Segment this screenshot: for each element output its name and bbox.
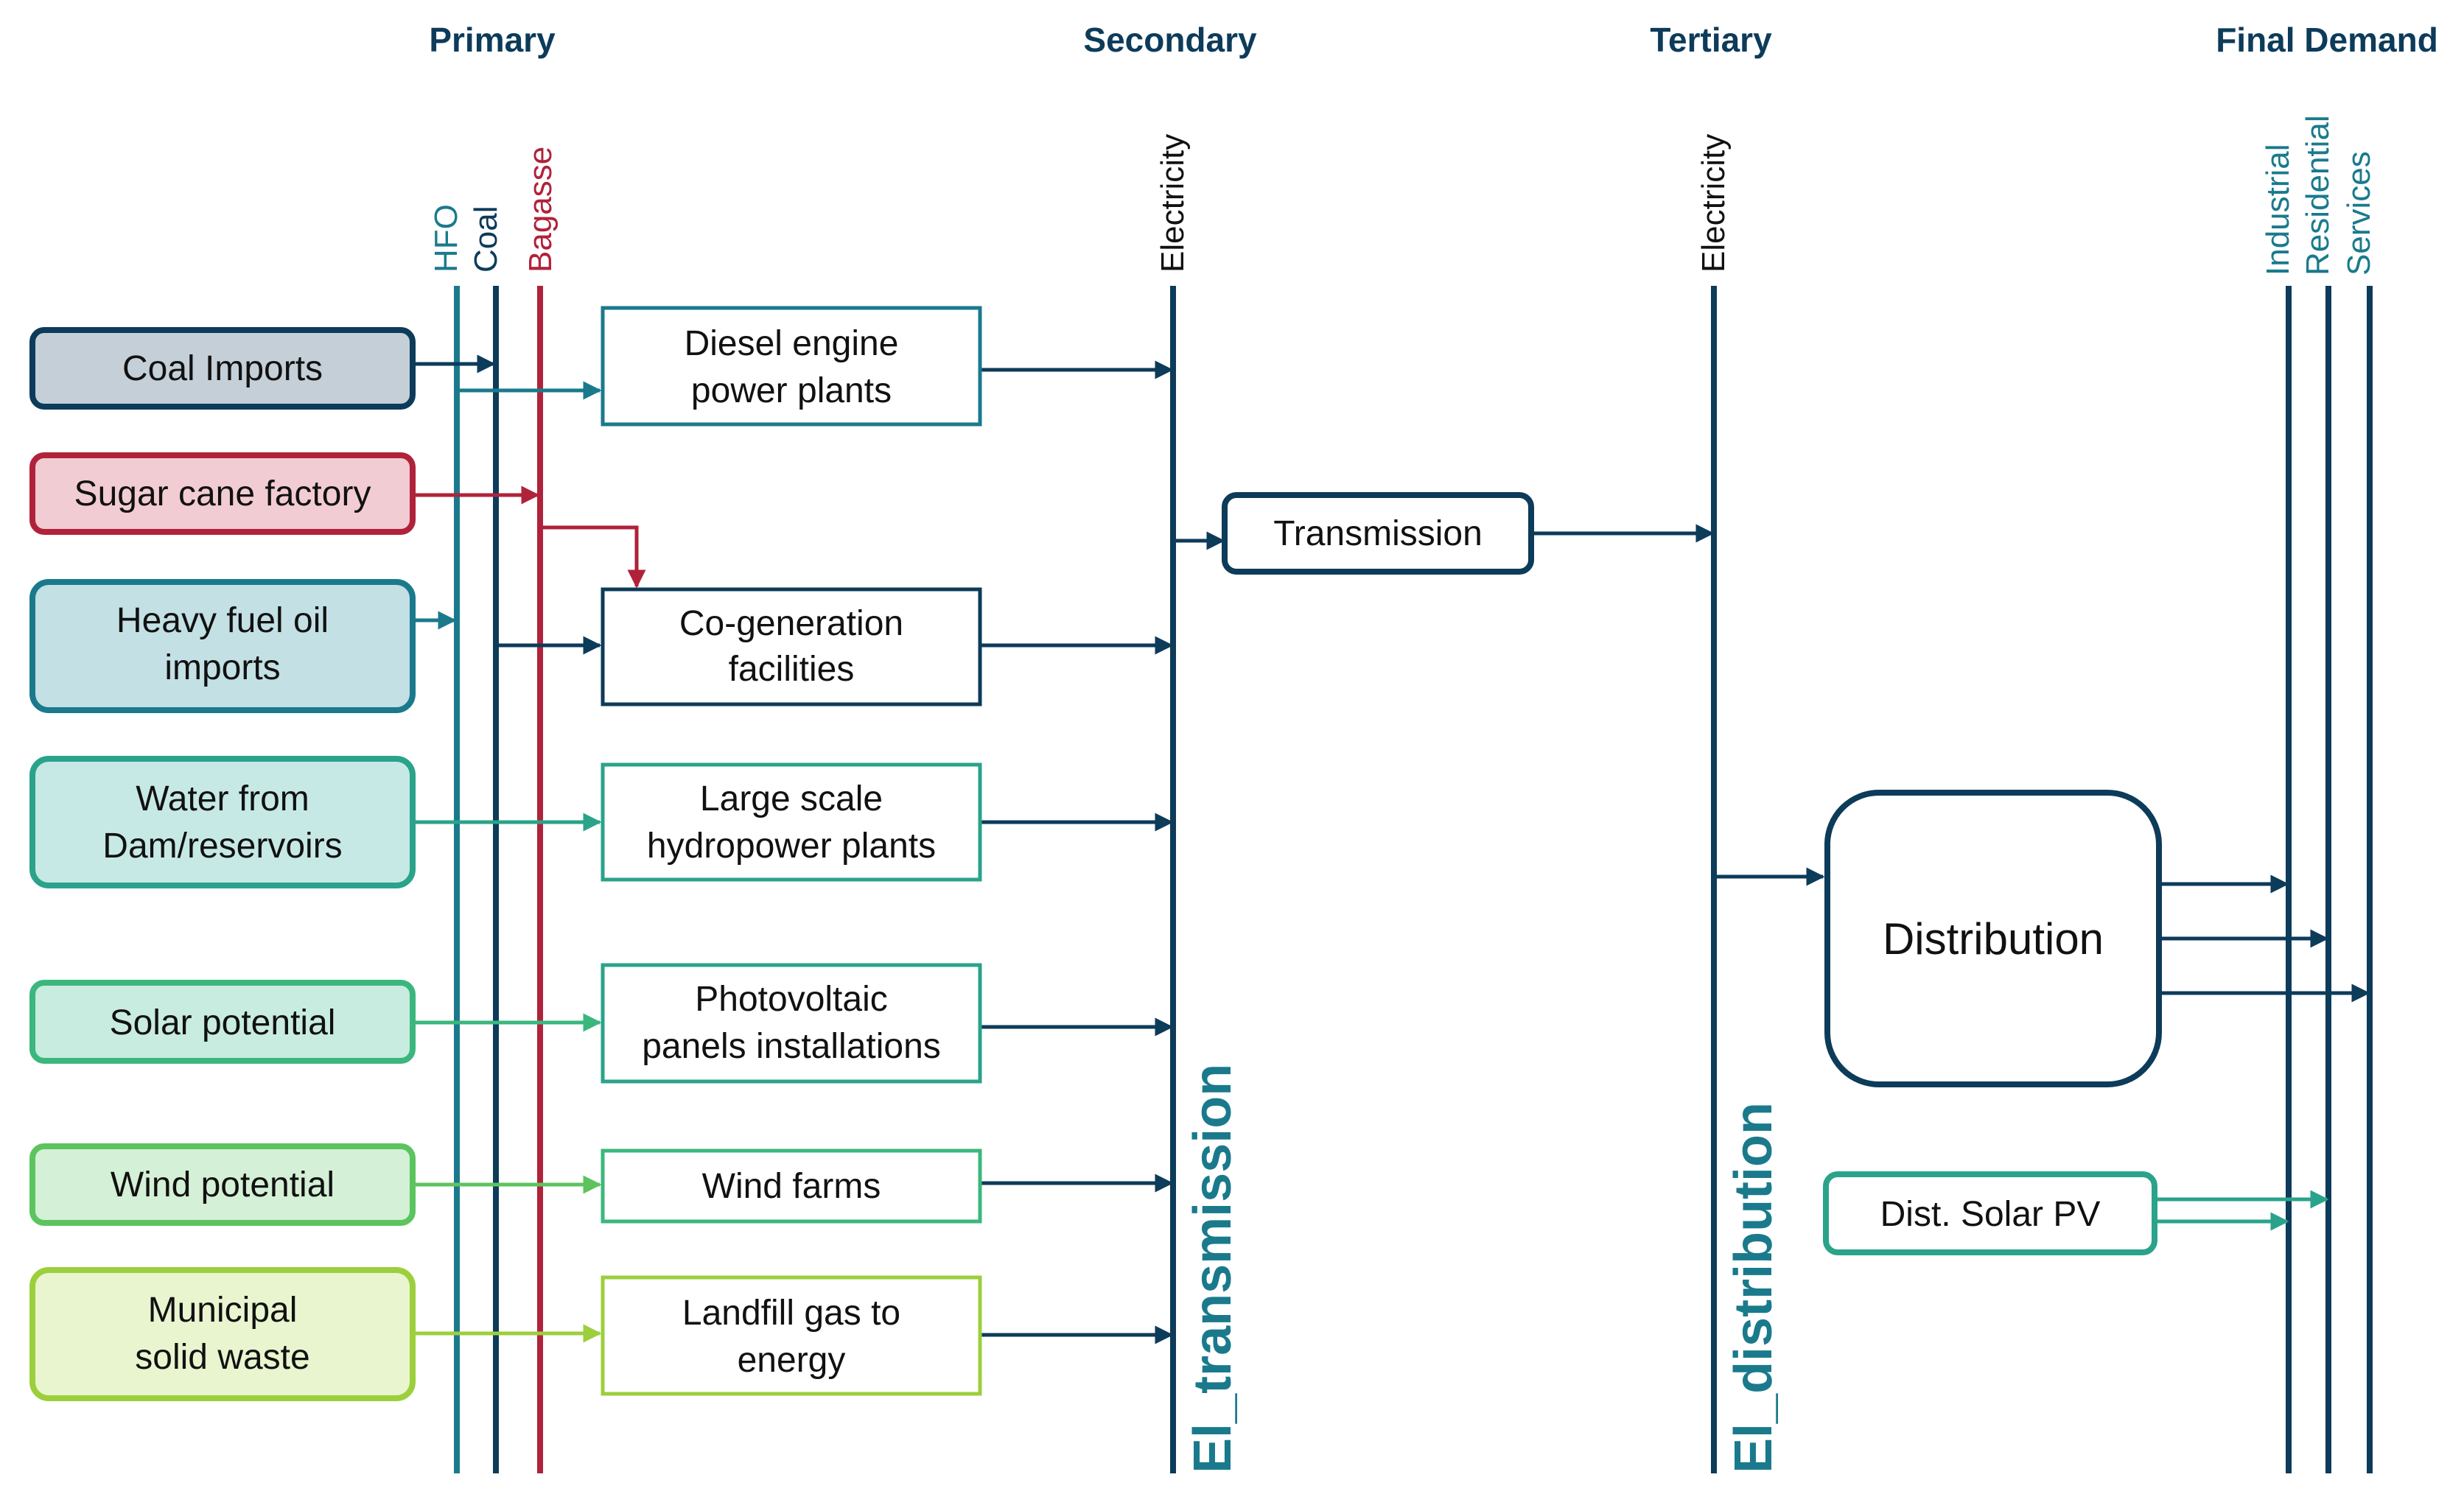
svg-text:Wind potential: Wind potential [111, 1165, 335, 1204]
bus-label-el-distribution: El_distribution [1724, 1102, 1783, 1473]
tech-distribution: Distribution [1824, 790, 2162, 1087]
svg-text:Distribution: Distribution [1883, 914, 2104, 964]
tech-wind-line1: Wind farms [702, 1167, 881, 1206]
tech-dist-solar-pv: Dist. Solar PV [1823, 1171, 2157, 1255]
svg-text:power plants: power plants [691, 371, 892, 410]
tech-dist-solar-pv-line1: Dist. Solar PV [1880, 1195, 2101, 1234]
tech-diesel-line2: power plants [691, 371, 892, 410]
tech-landfill-line2: energy [738, 1341, 846, 1380]
source-water-line1: Water from [136, 779, 309, 818]
carrier-label-services: Services [2341, 151, 2377, 276]
tech-pv-line2: panels installations [642, 1027, 941, 1066]
source-wind-line1: Wind potential [111, 1165, 335, 1204]
svg-text:Dist. Solar PV: Dist. Solar PV [1880, 1195, 2101, 1234]
tech-landfill-line1: Landfill gas to [682, 1294, 900, 1333]
source-solar-line1: Solar potential [110, 1003, 336, 1042]
source-hfo-line1: Heavy fuel oil [116, 601, 329, 640]
svg-text:energy: energy [738, 1341, 846, 1380]
svg-text:hydropower plants: hydropower plants [647, 827, 936, 866]
carrier-label-bagasse: Bagasse [522, 147, 559, 273]
svg-text:Diesel engine: Diesel engine [685, 324, 899, 363]
source-municipal-solid-waste: Municipal solid waste [29, 1267, 416, 1401]
source-sugar-cane-factory: Sugar cane factory [29, 452, 416, 535]
svg-text:Municipal: Municipal [148, 1291, 298, 1330]
tech-diesel-engine: Diesel engine power plants [601, 306, 982, 427]
svg-text:Dam/reservoirs: Dam/reservoirs [102, 827, 342, 866]
source-flows [413, 354, 540, 630]
tech-distribution-line1: Distribution [1883, 914, 2104, 964]
tech-pv-line1: Photovoltaic [695, 980, 888, 1019]
technology-output-flows [980, 360, 1174, 1344]
source-heavy-fuel-oil-imports: Heavy fuel oil imports [29, 579, 416, 713]
source-water-from-dam: Water from Dam/reservoirs [29, 756, 416, 888]
svg-text:Transmission: Transmission [1273, 514, 1483, 553]
svg-text:solid waste: solid waste [135, 1338, 309, 1377]
tech-cogen-line2: facilities [729, 650, 855, 689]
header-tertiary: Tertiary [1650, 21, 1772, 59]
tech-hydro-line1: Large scale [700, 779, 883, 818]
svg-text:Sugar cane factory: Sugar cane factory [74, 474, 371, 513]
header-primary: Primary [429, 21, 556, 59]
tech-landfill-gas: Landfill gas to energy [601, 1275, 982, 1396]
tech-wind-farms: Wind farms [601, 1148, 982, 1224]
svg-text:Water from: Water from [136, 779, 309, 818]
source-msw-line1: Municipal [148, 1291, 298, 1330]
header-final-demand: Final Demand [2216, 21, 2438, 59]
source-msw-line2: solid waste [135, 1338, 309, 1377]
svg-text:Landfill gas to: Landfill gas to [682, 1294, 900, 1333]
header-secondary: Secondary [1083, 21, 1257, 59]
tech-diesel-line1: Diesel engine [685, 324, 899, 363]
tech-hydro-line2: hydropower plants [647, 827, 936, 866]
svg-text:facilities: facilities [729, 650, 855, 689]
tech-cogen-line1: Co-generation [679, 604, 903, 643]
source-water-line2: Dam/reservoirs [102, 827, 342, 866]
svg-text:Photovoltaic: Photovoltaic [695, 980, 888, 1019]
carrier-label-electricity-tertiary: Electricity [1695, 134, 1732, 273]
svg-text:Co-generation: Co-generation [679, 604, 903, 643]
tech-transmission-line1: Transmission [1273, 514, 1483, 553]
tech-transmission: Transmission [1222, 492, 1534, 575]
svg-text:Wind farms: Wind farms [702, 1167, 881, 1206]
source-coal-imports: Coal Imports [29, 327, 416, 410]
svg-text:panels installations: panels installations [642, 1027, 941, 1066]
source-sugar-cane-factory-line1: Sugar cane factory [74, 474, 371, 513]
source-coal-imports-line1: Coal Imports [122, 349, 323, 388]
source-solar-potential: Solar potential [29, 980, 416, 1064]
carrier-label-electricity-secondary: Electricity [1155, 134, 1191, 273]
carrier-label-coal: Coal [468, 206, 504, 273]
carrier-label-industrial: Industrial [2260, 144, 2296, 276]
tech-hydropower: Large scale hydropower plants [601, 762, 982, 882]
carrier-label-residential: Residential [2300, 115, 2336, 276]
source-hfo-line2: imports [164, 648, 280, 687]
tech-photovoltaic: Photovoltaic panels installations [601, 963, 982, 1084]
source-wind-potential: Wind potential [29, 1143, 416, 1226]
carrier-flows [413, 381, 646, 1343]
svg-text:Heavy fuel oil: Heavy fuel oil [116, 601, 329, 640]
svg-text:Coal Imports: Coal Imports [122, 349, 323, 388]
grid-flows [1173, 524, 2370, 1231]
svg-text:Large scale: Large scale [700, 779, 883, 818]
carrier-label-hfo: HFO [428, 204, 464, 273]
tech-cogeneration: Co-generation facilities [601, 587, 982, 706]
svg-text:Solar potential: Solar potential [110, 1003, 336, 1042]
bus-label-el-transmission: El_transmission [1183, 1064, 1242, 1473]
svg-text:imports: imports [164, 648, 280, 687]
